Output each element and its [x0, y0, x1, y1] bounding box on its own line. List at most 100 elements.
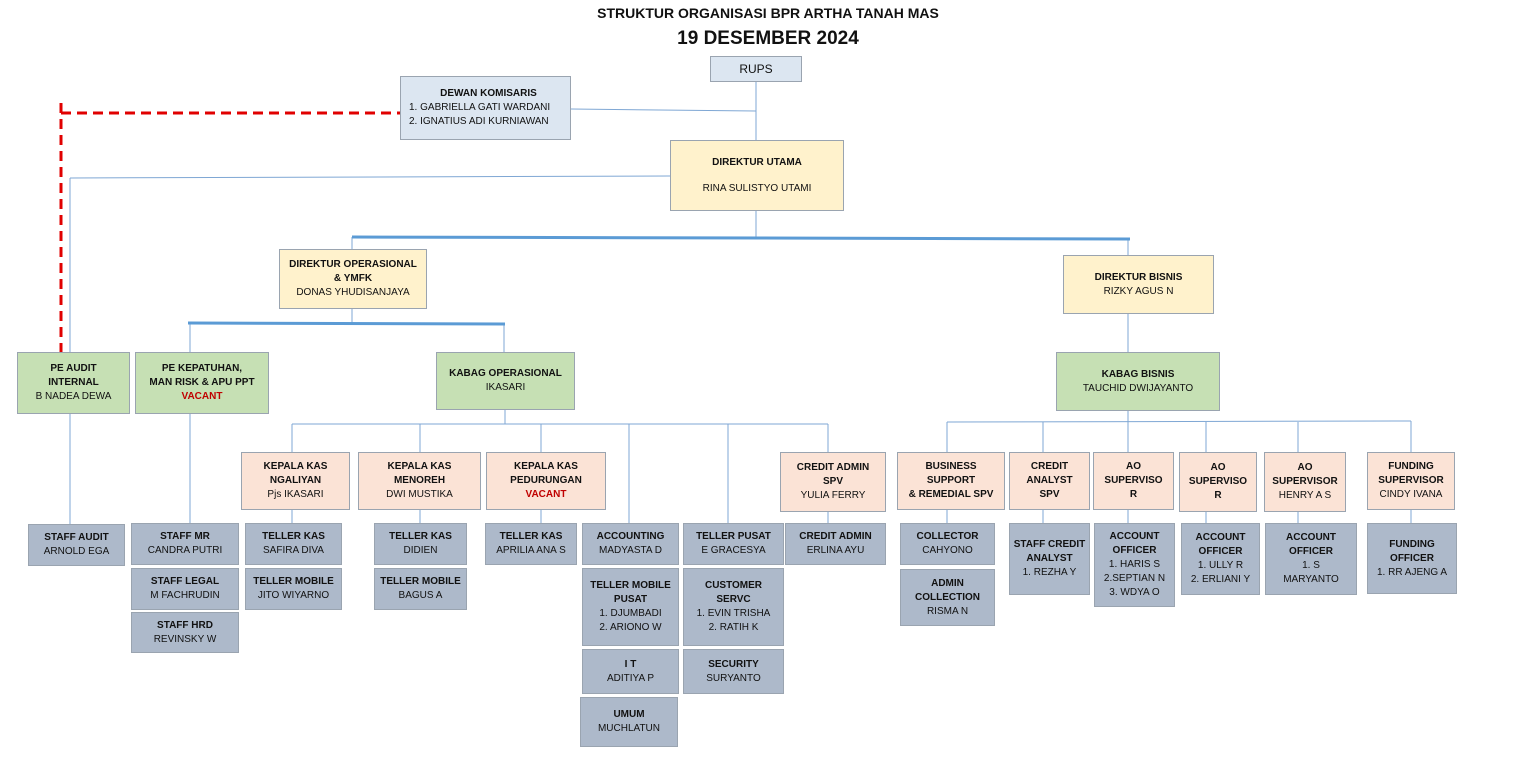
kabag-ops-name: IKASARI: [485, 382, 526, 393]
audit-title-1: PE AUDIT: [50, 363, 97, 374]
collector-name: CAHYONO: [922, 545, 973, 556]
teller-pusat-box: TELLER PUSAT E GRACESYA: [683, 523, 784, 565]
credit-analyst-spv-title-1: CREDIT: [1030, 461, 1069, 472]
teller-kas-didien-title: TELLER KAS: [389, 531, 452, 542]
account-officer-3-box: ACCOUNT OFFICER 1. S MARYANTO: [1265, 523, 1357, 595]
teller-mobile-bagus-title: TELLER MOBILE: [380, 576, 461, 587]
admin-collection-box: ADMIN COLLECTION RISMA N: [900, 569, 995, 626]
customer-service-title-1: CUSTOMER: [704, 580, 763, 591]
teller-kas-didien-name: DIDIEN: [403, 545, 438, 556]
staff-hrd-name: REVINSKY W: [153, 633, 217, 645]
funding-officer-member-1: 1. RR AJENG A: [1376, 566, 1448, 578]
staff-legal-title: STAFF LEGAL: [150, 576, 220, 587]
funding-officer-box: FUNDING OFFICER 1. RR AJENG A: [1367, 523, 1457, 594]
ao-supervisor-3-box: AO SUPERVISOR HENRY A S: [1264, 452, 1346, 512]
ao-spv2-title-1: AO: [1210, 462, 1226, 473]
credit-admin-name: ERLINA AYU: [806, 545, 865, 556]
komisaris-title: DEWAN KOMISARIS: [440, 88, 537, 99]
credit-admin-spv-box: CREDIT ADMIN SPV YULIA FERRY: [780, 452, 886, 512]
kabag-operasional-box: KABAG OPERASIONAL IKASARI: [436, 352, 575, 410]
ao3-title-2: OFFICER: [1289, 546, 1333, 557]
teller-pusat-title: TELLER PUSAT: [696, 531, 771, 542]
customer-service-member-1: 1. EVIN TRISHA: [696, 608, 771, 619]
admin-collection-title-2: COLLECTION: [915, 591, 980, 603]
teller-kas-menoreh-box: TELLER KAS DIDIEN: [374, 523, 467, 565]
funding-spv-title-2: SUPERVISOR: [1378, 475, 1444, 486]
admin-collection-title-1: ADMIN: [931, 577, 964, 589]
staff-audit-name: ARNOLD EGA: [43, 546, 110, 557]
customer-service-member-2: 2. RATIH K: [708, 622, 759, 633]
security-box: SECURITY SURYANTO: [683, 649, 784, 694]
security-title: SECURITY: [708, 658, 759, 670]
staff-hrd-box: STAFF HRD REVINSKY W: [131, 612, 239, 653]
kabag-bis-title: KABAG BISNIS: [1101, 368, 1175, 380]
customer-service-title-2: SERVC: [716, 594, 751, 605]
dirut-title: DIREKTUR UTAMA: [712, 156, 802, 168]
kas-pedurungan-title-2: PEDURUNGAN: [510, 475, 582, 486]
ao2-title-2: OFFICER: [1198, 546, 1243, 557]
pe-kepatuhan-box: PE KEPATUHAN, MAN RISK & APU PPT VACANT: [135, 352, 269, 414]
it-box: I T ADITIYA P: [582, 649, 679, 694]
teller-mobile-pusat-box: TELLER MOBILE PUSAT 1. DJUMBADI 2. ARION…: [582, 568, 679, 646]
ao2-member-1: 1. ULLY R: [1197, 560, 1244, 571]
staff-credit-analyst-member-1: 1. REZHA Y: [1022, 567, 1077, 578]
staff-credit-analyst-title-2: ANALYST: [1026, 553, 1073, 564]
kepala-kas-pedurungan-box: KEPALA KAS PEDURUNGAN VACANT: [486, 452, 606, 510]
teller-mobile-pusat-title-1: TELLER MOBILE: [590, 580, 671, 591]
funding-spv-name: CINDY IVANA: [1379, 489, 1443, 500]
umum-box: UMUM MUCHLATUN: [580, 697, 678, 747]
staff-credit-analyst-title-1: STAFF CREDIT: [1013, 539, 1086, 550]
account-officer-2-box: ACCOUNT OFFICER 1. ULLY R 2. ERLIANI Y: [1181, 523, 1260, 595]
customer-service-box: CUSTOMER SERVC 1. EVIN TRISHA 2. RATIH K: [683, 568, 784, 646]
dirops-title-1: DIREKTUR OPERASIONAL: [289, 259, 417, 270]
bsr-spv-title-1: BUSINESS: [925, 461, 977, 472]
ao2-title-1: ACCOUNT: [1195, 532, 1246, 543]
dirut-name: RINA SULISTYO UTAMI: [702, 182, 812, 194]
kas-menoreh-title-2: MENOREH: [393, 475, 446, 486]
teller-mobile-pusat-title-2: PUSAT: [613, 594, 648, 605]
ao1-title-2: OFFICER: [1112, 545, 1157, 556]
chart-title: STRUKTUR ORGANISASI BPR ARTHA TANAH MAS: [597, 5, 939, 21]
staff-audit-box: STAFF AUDIT ARNOLD EGA: [28, 524, 125, 566]
ao-spv2-title-3: R: [1214, 490, 1222, 501]
accounting-title: ACCOUNTING: [596, 531, 665, 542]
staff-legal-name: M FACHRUDIN: [150, 590, 220, 601]
ao3-title-1: ACCOUNT: [1286, 532, 1336, 543]
staff-legal-box: STAFF LEGAL M FACHRUDIN: [131, 568, 239, 610]
staff-hrd-title: STAFF HRD: [157, 619, 213, 631]
direktur-bisnis-box: DIREKTUR BISNIS RIZKY AGUS N: [1063, 255, 1214, 314]
accounting-name: MADYASTA D: [599, 545, 662, 556]
teller-mobile-menoreh-box: TELLER MOBILE BAGUS A: [374, 568, 467, 610]
admin-collection-name: RISMA N: [926, 605, 969, 617]
audit-title-2: INTERNAL: [48, 377, 99, 388]
funding-supervisor-box: FUNDING SUPERVISOR CINDY IVANA: [1367, 452, 1455, 510]
ao-supervisor-2-box: AO SUPERVISO R: [1179, 452, 1257, 512]
teller-mobile-jito-title: TELLER MOBILE: [253, 576, 334, 587]
funding-spv-title-1: FUNDING: [1388, 461, 1434, 472]
direktur-utama-box: DIREKTUR UTAMA RINA SULISTYO UTAMI: [670, 140, 844, 211]
teller-kas-safira-name: SAFIRA DIVA: [263, 545, 324, 556]
funding-officer-title-1: FUNDING: [1389, 538, 1435, 550]
account-officer-1-box: ACCOUNT OFFICER 1. HARIS S 2.SEPTIAN N 3…: [1094, 523, 1175, 607]
rups-box: RUPS: [710, 56, 802, 82]
kepatuhan-title-2: MAN RISK & APU PPT: [149, 377, 255, 388]
ao3-member-2: MARYANTO: [1283, 574, 1339, 585]
ao1-member-1: 1. HARIS S: [1108, 559, 1161, 570]
teller-kas-aprilia-title: TELLER KAS: [499, 531, 563, 542]
it-name: ADITIYA P: [606, 672, 655, 684]
kabag-bisnis-box: KABAG BISNIS TAUCHID DWIJAYANTO: [1056, 352, 1220, 411]
teller-mobile-pusat-member-2: 2. ARIONO W: [599, 622, 662, 633]
kas-pedurungan-vacant: VACANT: [525, 489, 567, 500]
teller-kas-aprilia-name: APRILIA ANA S: [496, 545, 566, 556]
dirops-title-2: & YMFK: [333, 273, 373, 284]
security-name: SURYANTO: [706, 672, 761, 684]
komisaris-member-1: 1. GABRIELLA GATI WARDANI: [409, 102, 551, 113]
umum-title: UMUM: [613, 709, 645, 720]
bsr-spv-title-3: & REMEDIAL SPV: [908, 489, 994, 500]
collector-title: COLLECTOR: [916, 531, 979, 542]
kepatuhan-title-1: PE KEPATUHAN,: [161, 363, 243, 374]
dewan-komisaris-box: DEWAN KOMISARIS 1. GABRIELLA GATI WARDAN…: [400, 76, 571, 140]
business-support-spv-box: BUSINESS SUPPORT & REMEDIAL SPV: [897, 452, 1005, 510]
ao-spv3-title-1: AO: [1297, 462, 1313, 473]
kepala-kas-ngaliyan-box: KEPALA KAS NGALIYAN Pjs IKASARI: [241, 452, 350, 510]
